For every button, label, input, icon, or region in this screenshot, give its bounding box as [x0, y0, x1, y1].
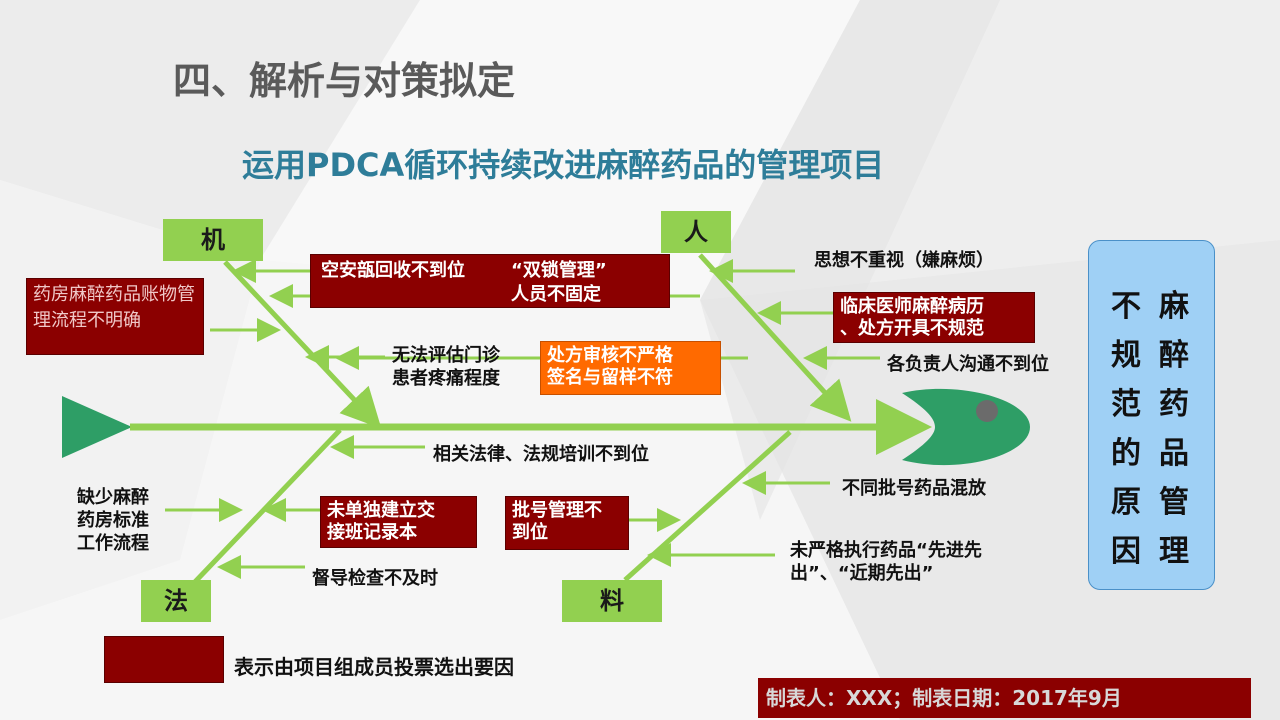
cause-fifo: 未严格执行药品“先进先 出”、“近期先出” [790, 539, 982, 585]
cause-fifo-line2: 出”、“近期先出” [790, 563, 934, 584]
cause-doctor-records: 临床医师麻醉病历 、处方开具不规范 [833, 292, 1035, 343]
effect-char-4: 的 [1111, 436, 1141, 471]
category-ren: 人 [661, 211, 731, 253]
cause-doctor-records-line2: 、处方开具不规范 [840, 318, 984, 339]
cause-handover: 未单独建立交 接班记录本 [320, 496, 477, 548]
fish-head [902, 388, 1030, 466]
cause-prescription-review-line1: 处方审核不严格 [547, 345, 673, 366]
cause-pain-eval: 无法评估门诊 患者疼痛程度 [392, 344, 500, 390]
fish-tail [62, 396, 132, 458]
legend-text: 表示由项目组成员投票选出要因 [234, 655, 514, 679]
cause-missing-process-line1: 缺少麻醉 [77, 487, 149, 508]
cause-law-training: 相关法律、法规培训不到位 [433, 444, 649, 465]
footer-credit: 制表人：XXX；制表日期：2017年9月 [758, 678, 1251, 718]
cause-pharmacy-account: 药房麻醉药品账物管理流程不明确 [26, 278, 204, 355]
bone-liao [623, 430, 792, 582]
cause-batch-mgmt-line1: 批号管理不 [512, 500, 602, 521]
cause-missing-process: 缺少麻醉 药房标准 工作流程 [77, 486, 149, 555]
effect-char-9: 药 [1159, 387, 1189, 422]
effect-char-7: 麻 [1159, 289, 1189, 324]
cause-missing-process-line3: 工作流程 [77, 533, 149, 554]
cause-prescription-review-line2: 签名与留样不符 [547, 367, 673, 388]
cause-empty-ampoule: 空安瓿回收不到位 [321, 260, 465, 281]
cause-doctor-records-line1: 临床医师麻醉病历 [840, 296, 984, 317]
cause-pain-eval-line1: 无法评估门诊 [392, 345, 500, 366]
cause-handover-line2: 接班记录本 [327, 522, 417, 543]
cause-pain-eval-line2: 患者疼痛程度 [392, 368, 500, 389]
cause-mindset: 思想不重视（嫌麻烦） [814, 250, 994, 271]
category-fa: 法 [141, 580, 211, 622]
bone-fa [190, 428, 342, 587]
cause-batch-mgmt: 批号管理不 到位 [505, 496, 629, 550]
effect-char-8: 醉 [1159, 338, 1189, 373]
cause-missing-process-line2: 药房标准 [77, 510, 149, 531]
bone-ji [223, 260, 382, 429]
cause-double-lock-line2: 人员不固定 [511, 284, 601, 305]
cause-box-double-lock: 空安瓿回收不到位 “双锁管理” 人员不固定 [310, 254, 670, 308]
effect-box: 不 规 范 的 原 因 麻 醉 药 品 管 理 [1088, 240, 1215, 590]
category-ji: 机 [163, 219, 263, 261]
cause-prescription-review: 处方审核不严格 签名与留样不符 [540, 341, 721, 395]
slide-title: 四、解析与对策拟定 [173, 59, 516, 103]
effect-char-2: 规 [1111, 338, 1141, 373]
cause-handover-line1: 未单独建立交 [327, 500, 435, 521]
effect-char-5: 原 [1111, 485, 1141, 520]
effect-char-3: 范 [1111, 387, 1141, 422]
cause-batch-mixing: 不同批号药品混放 [842, 478, 986, 499]
effect-char-10: 品 [1159, 436, 1189, 471]
effect-char-1: 不 [1111, 289, 1141, 324]
cause-communication: 各负责人沟通不到位 [887, 354, 1049, 375]
bone-ren [698, 253, 852, 422]
legend-swatch [104, 636, 224, 683]
fish-eye [976, 400, 998, 422]
cause-double-lock-line1: “双锁管理” [511, 260, 607, 281]
slide-subtitle: 运用PDCA循环持续改进麻醉药品的管理项目 [242, 146, 885, 184]
cause-fifo-line1: 未严格执行药品“先进先 [790, 540, 982, 561]
effect-char-6: 因 [1111, 534, 1141, 569]
cause-batch-mgmt-line2: 到位 [512, 522, 548, 543]
effect-char-12: 理 [1159, 534, 1189, 569]
category-liao: 料 [562, 580, 662, 622]
effect-char-11: 管 [1159, 485, 1189, 520]
cause-supervision: 督导检查不及时 [312, 568, 438, 589]
